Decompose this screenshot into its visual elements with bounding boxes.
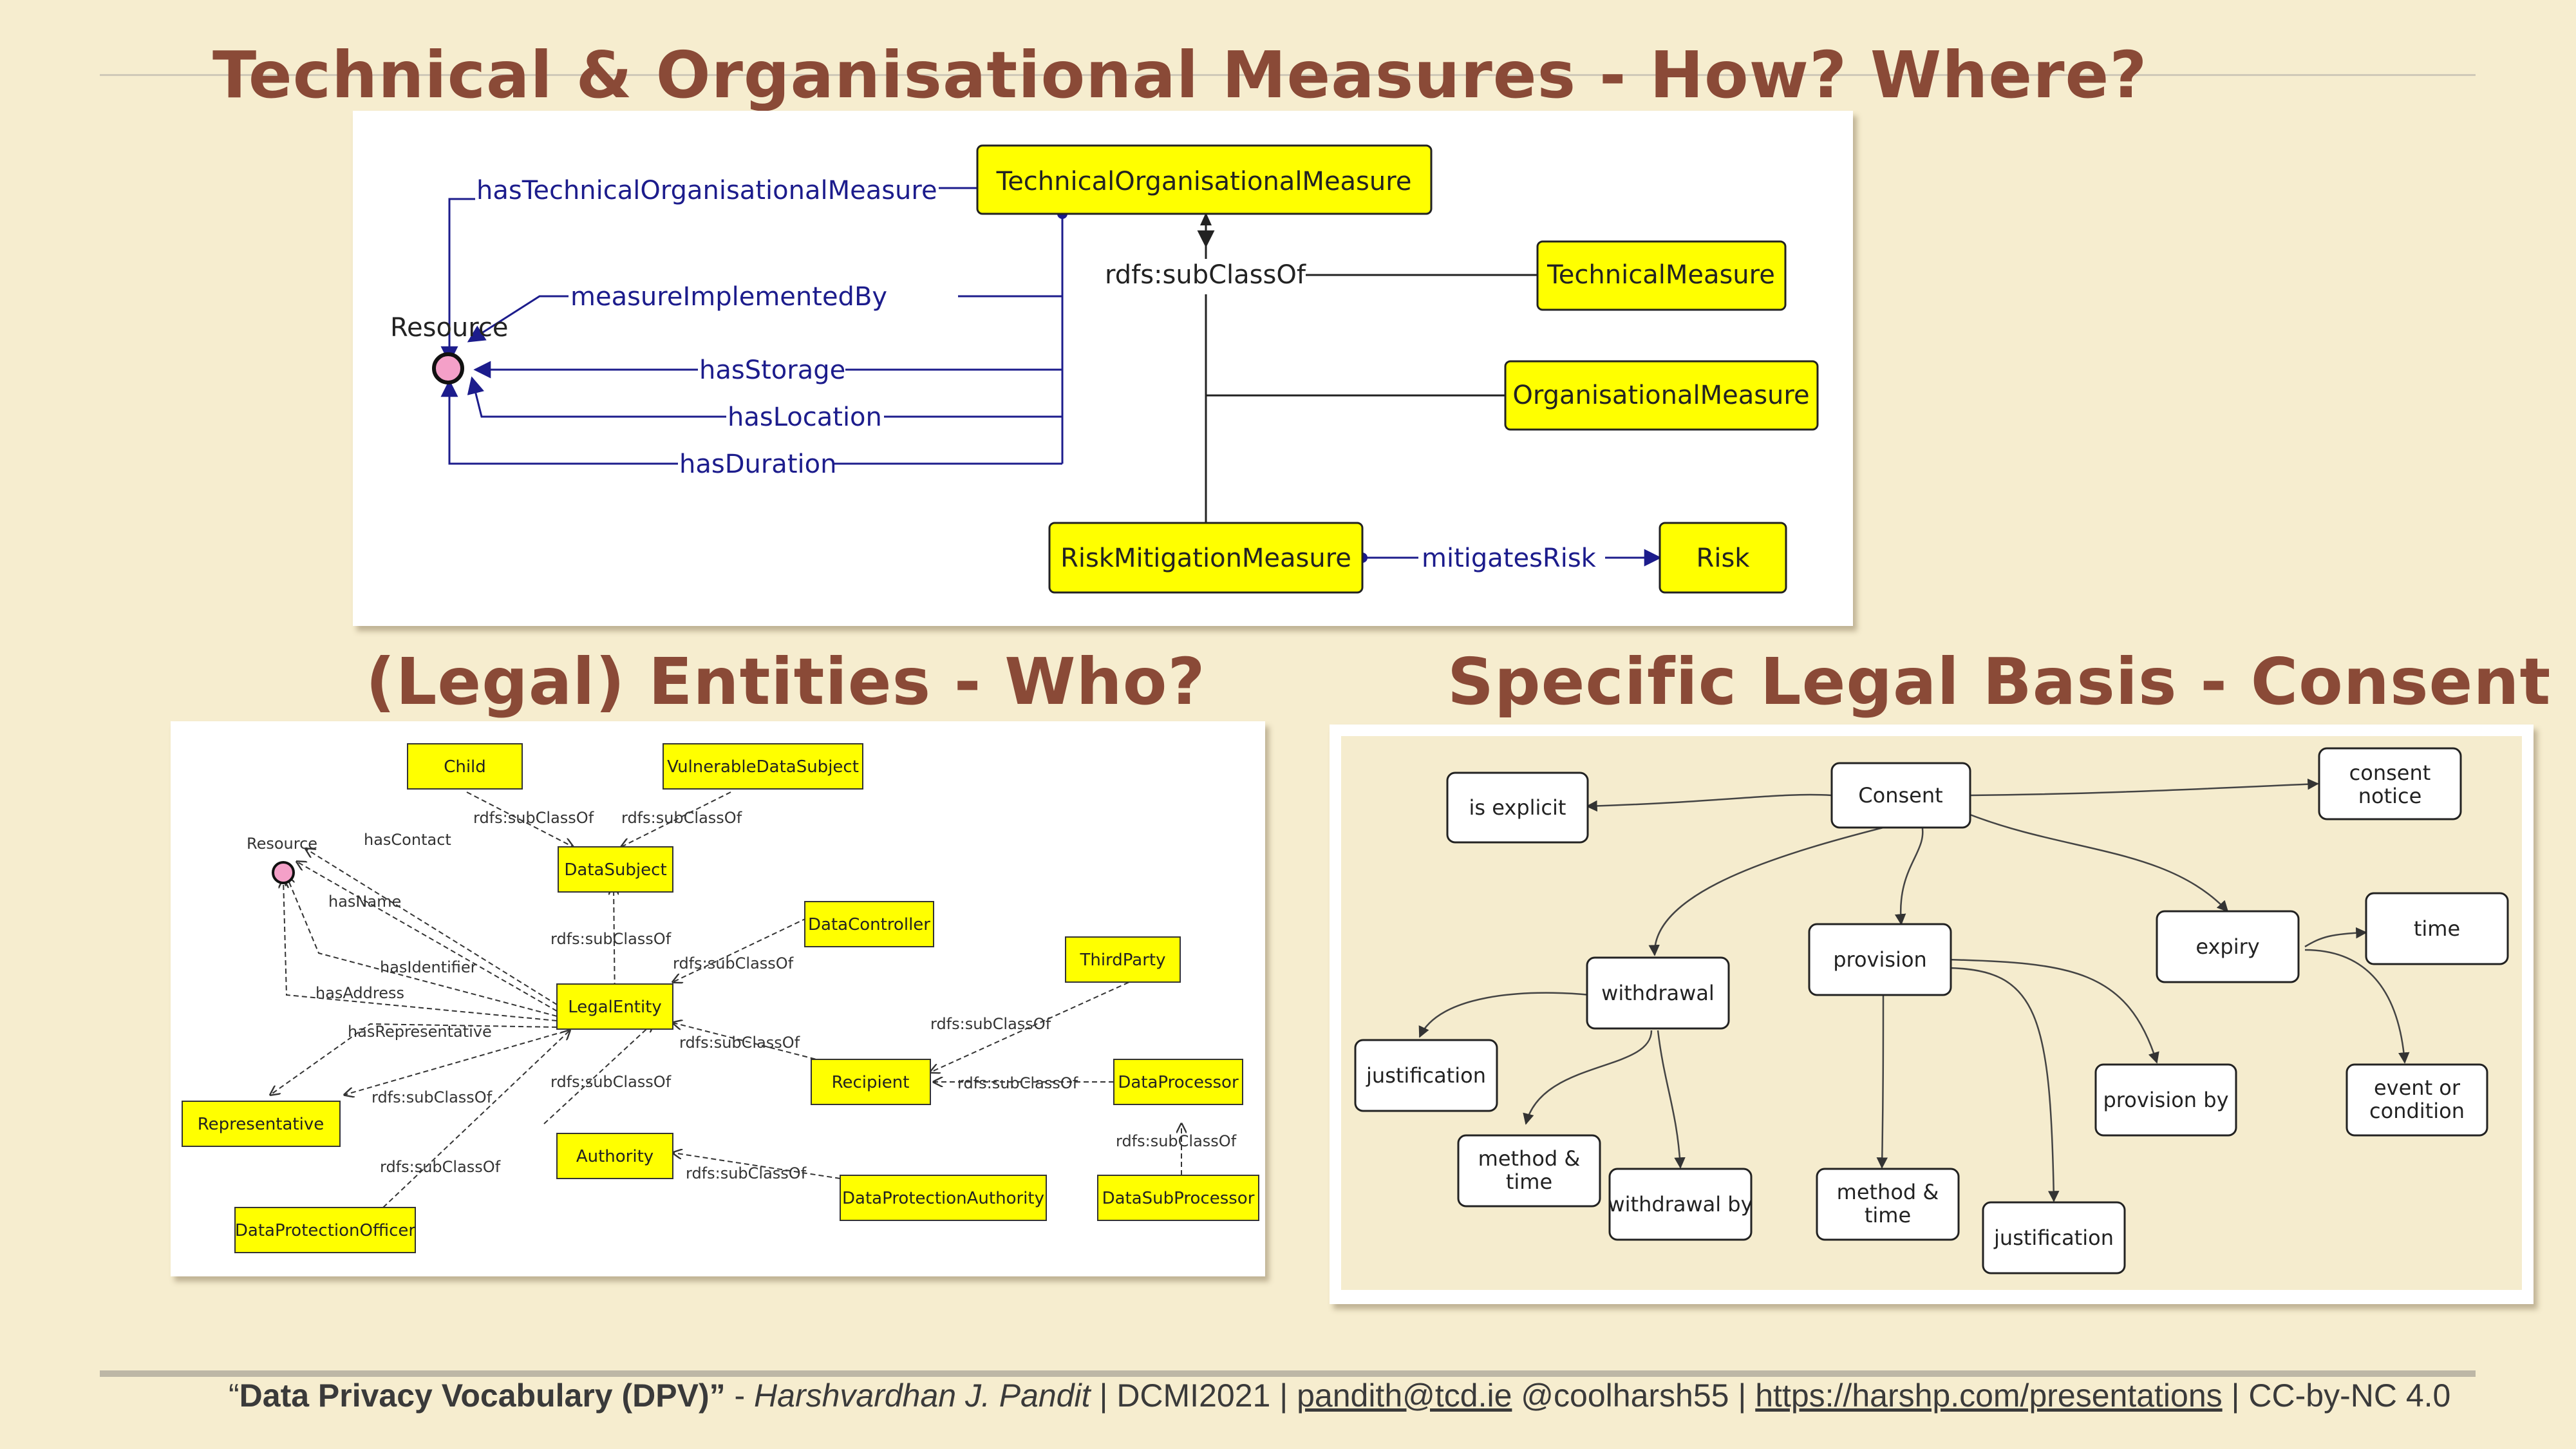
representative-node: Representative — [198, 1115, 324, 1134]
subclass-label-child: rdfs:subClassOf — [473, 809, 594, 827]
dpo-node: DataProtectionOfficer — [235, 1221, 416, 1240]
has-storage-edge-label: hasStorage — [699, 355, 845, 385]
subclass-label-representative: rdfs:subClassOf — [371, 1088, 493, 1106]
legal-entity-node: LegalEntity — [568, 998, 662, 1017]
has-location-edge-label: hasLocation — [728, 402, 882, 432]
subclass-label-dpo: rdfs:subClassOf — [380, 1158, 501, 1176]
entities-diagram-panel: Child VulnerableDataSubject DataSubject … — [171, 721, 1265, 1276]
has-address-label: hasAddress — [315, 984, 404, 1002]
provision-node: provision — [1833, 947, 1927, 972]
has-contact-label: hasContact — [364, 831, 451, 849]
method-time-provision-node: method & — [1837, 1180, 1939, 1204]
technical-measure-node: TechnicalMeasure — [1547, 260, 1775, 290]
subclass-label-data-subject: rdfs:subClassOf — [550, 930, 672, 948]
footer-open-quote: “ — [229, 1378, 240, 1414]
tom-node: TechnicalOrganisationalMeasure — [996, 167, 1412, 196]
footer-email-link[interactable]: pandith@tcd.ie — [1297, 1378, 1512, 1414]
resource-label: Resource — [247, 835, 317, 853]
organisational-measure-node: OrganisationalMeasure — [1512, 381, 1809, 410]
subclass-label-sub-processor: rdfs:subClassOf — [1116, 1132, 1237, 1150]
vulnerable-data-subject-node: VulnerableDataSubject — [667, 757, 859, 777]
event-condition-node: event or — [2374, 1075, 2461, 1100]
has-name-label: hasName — [328, 893, 401, 911]
data-controller-node: DataController — [808, 915, 930, 934]
expiry-node: expiry — [2195, 934, 2259, 959]
consent-node: Consent — [1858, 783, 1942, 808]
consent-diagram-panel: is explicit Consent consent notice expir… — [1330, 724, 2534, 1304]
resource-node: Resource — [390, 313, 508, 343]
dpa-node: DataProtectionAuthority — [842, 1189, 1044, 1208]
recipient-node: Recipient — [832, 1073, 910, 1092]
risk-node: Risk — [1697, 544, 1751, 573]
tom-subclass-label: rdfs:subClassOf — [1105, 260, 1306, 290]
consent-title: Specific Legal Basis - Consent — [1447, 644, 2552, 719]
bottom-rule — [100, 1370, 2476, 1377]
subclass-label-recipient: rdfs:subClassOf — [679, 1034, 800, 1052]
subclass-label-dpa: rdfs:subClassOf — [686, 1164, 807, 1182]
consent-diagram: is explicit Consent consent notice expir… — [1341, 736, 2522, 1290]
method-time-withdrawal-node: method & — [1478, 1146, 1581, 1171]
provision-by-node: provision by — [2103, 1088, 2228, 1112]
footer-work-title: Data Privacy Vocabulary (DPV)” — [239, 1378, 726, 1414]
subclass-label-controller: rdfs:subClassOf — [673, 954, 794, 972]
top-rule — [100, 74, 2476, 76]
footer-license: | CC-by-NC 4.0 — [2222, 1378, 2451, 1414]
justification-provision-node: justification — [1993, 1226, 2114, 1250]
page-title: Technical & Organisational Measures - Ho… — [212, 37, 2148, 113]
authority-node: Authority — [576, 1147, 653, 1166]
data-processor-node: DataProcessor — [1118, 1073, 1239, 1092]
withdrawal-by-node: withdrawal by — [1608, 1192, 1753, 1217]
data-subject-node: DataSubject — [564, 860, 666, 880]
has-identifier-label: hasIdentifier — [380, 958, 477, 976]
is-explicit-node: is explicit — [1469, 795, 1566, 820]
third-party-node: ThirdParty — [1079, 951, 1165, 970]
has-representative-label: hasRepresentative — [348, 1023, 492, 1041]
justification-withdrawal-node: justification — [1366, 1063, 1486, 1088]
time-node: time — [2414, 916, 2460, 941]
sub-processor-node: DataSubProcessor — [1102, 1189, 1255, 1208]
subclass-label-processor: rdfs:subClassOf — [957, 1074, 1078, 1092]
event-condition-node-line2: condition — [2369, 1099, 2465, 1123]
mitigates-risk-edge-label: mitigatesRisk — [1422, 544, 1597, 573]
consent-notice-node-line2: notice — [2358, 784, 2422, 808]
entities-diagram: Child VulnerableDataSubject DataSubject … — [182, 743, 1259, 1253]
entities-title: (Legal) Entities - Who? — [366, 644, 1206, 719]
footer-handle: @coolharsh55 | — [1512, 1378, 1756, 1414]
has-tom-edge-label: hasTechnicalOrganisationalMeasure — [476, 176, 937, 205]
risk-mitigation-node: RiskMitigationMeasure — [1060, 544, 1351, 573]
child-node: Child — [444, 757, 486, 777]
consent-notice-node: consent — [2349, 761, 2431, 785]
footer-citation: “Data Privacy Vocabulary (DPV)” - Harshv… — [229, 1377, 2450, 1414]
tom-diagram: TechnicalOrganisationalMeasure Technical… — [390, 144, 1819, 594]
subclass-label-third-party: rdfs:subClassOf — [930, 1015, 1051, 1033]
footer-author: Harshvardhan J. Pandit — [754, 1378, 1091, 1414]
method-time-provision-node-line2: time — [1865, 1203, 1911, 1227]
method-time-withdrawal-node-line2: time — [1506, 1170, 1552, 1194]
subclass-label-vulnerable: rdfs:subClassOf — [621, 809, 742, 827]
withdrawal-node: withdrawal — [1601, 981, 1715, 1005]
footer-dash: - — [725, 1378, 755, 1414]
implemented-by-edge-label: measureImplementedBy — [570, 282, 887, 312]
has-duration-edge-label: hasDuration — [679, 450, 836, 479]
footer-url-link[interactable]: https://harshp.com/presentations — [1755, 1378, 2223, 1414]
footer-venue: | DCMI2021 | — [1090, 1378, 1297, 1414]
subclass-label-authority: rdfs:subClassOf — [550, 1073, 672, 1091]
tom-diagram-panel: TechnicalOrganisationalMeasure Technical… — [353, 111, 1853, 626]
